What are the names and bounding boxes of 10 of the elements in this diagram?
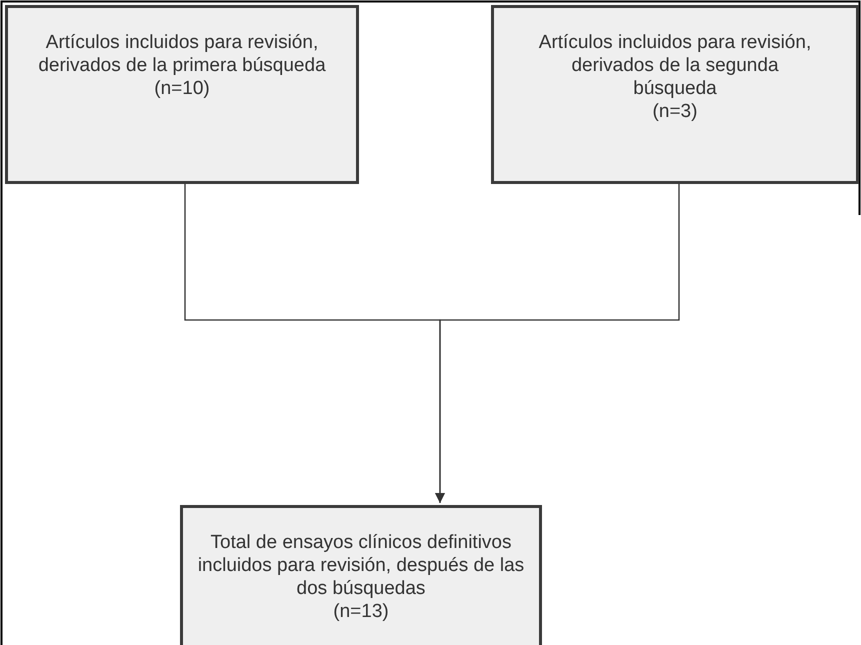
box-text: Artículos incluidos para revisión, derivados de la primera búsqueda <box>37 31 327 77</box>
count-text: (n=13) <box>333 600 389 623</box>
count-text: (n=3) <box>652 100 698 123</box>
process-box <box>180 505 542 645</box>
count-text: (n=10) <box>154 77 210 100</box>
connector-arrow <box>435 184 680 503</box>
box-text: Total de ensayos clínicos definitivos incluidos para revisión, después de las dos búsquedas <box>196 531 526 600</box>
process-box <box>491 5 859 184</box>
box-text: Artículos incluidos para revisión, derivados de la segunda búsqueda <box>538 31 812 100</box>
process-box <box>5 5 359 184</box>
